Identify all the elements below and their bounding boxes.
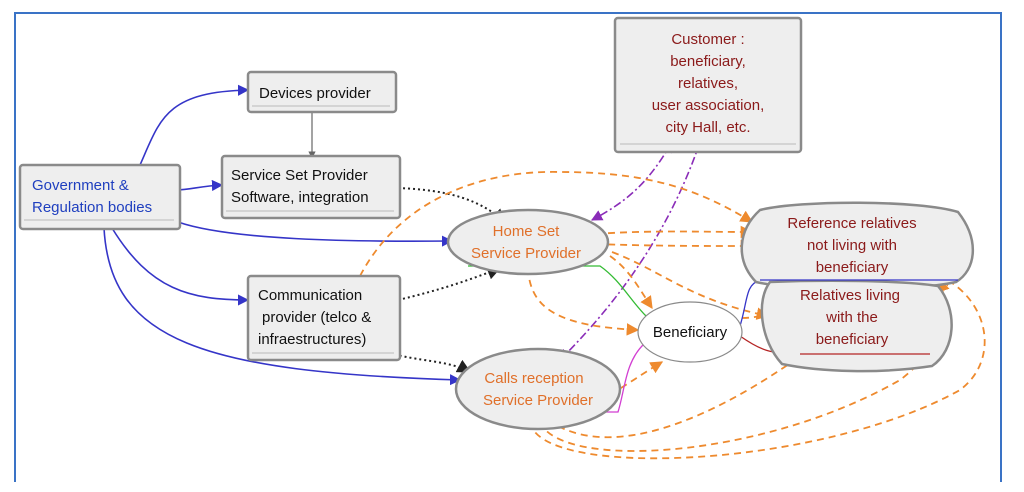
- communication-line-3: infraestructures): [258, 331, 366, 348]
- devices-line-1: Devices provider: [259, 85, 371, 102]
- calls-line-1: Calls reception: [484, 370, 583, 387]
- edge-homeset-reference-1: [595, 225, 754, 239]
- government-line-1: Government &: [32, 177, 129, 194]
- node-service-set-provider: Service Set Provider Software, integrati…: [220, 154, 402, 220]
- node-government: Government & Regulation bodies: [18, 163, 182, 231]
- edge-gov-serviceset: [175, 179, 224, 192]
- edge-homeset-reference-2: [595, 239, 754, 253]
- node-reference-relatives: Reference relatives not living with bene…: [740, 201, 974, 291]
- edge-gov-calls: [103, 227, 462, 386]
- edge-communication-homeset: [397, 266, 502, 301]
- government-line-2: Regulation bodies: [32, 199, 152, 216]
- homeset-line-2: Service Provider: [471, 245, 581, 262]
- relatives-line-2: with the: [825, 309, 878, 326]
- customer-line-5: city Hall, etc.: [665, 119, 750, 136]
- node-communication-provider: Communication provider (telco & infraest…: [246, 274, 402, 362]
- customer-line-1: Customer :: [671, 31, 744, 48]
- node-customer: Customer : beneficiary, relatives, user …: [613, 16, 803, 154]
- node-home-set-service-provider: Home Set Service Provider: [446, 208, 610, 276]
- node-calls-reception-service-provider: Calls reception Service Provider: [454, 347, 622, 431]
- diagram-frame: [14, 12, 1002, 482]
- reference-line-3: beneficiary: [816, 259, 889, 276]
- node-devices-provider: Devices provider: [246, 70, 398, 114]
- beneficiary-label: Beneficiary: [653, 324, 728, 341]
- edge-serviceset-homeset: [397, 187, 507, 223]
- edge-calls-reference-2: [529, 275, 986, 460]
- edge-homeset-beneficiary-green: [468, 265, 647, 317]
- communication-line-1: Communication: [258, 287, 362, 304]
- node-relatives-living: Relatives living with the beneficiary: [760, 279, 958, 373]
- communication-line-2: provider (telco &: [262, 309, 371, 326]
- calls-line-2: Service Provider: [483, 392, 593, 409]
- relatives-line-1: Relatives living: [800, 287, 900, 304]
- homeset-line-1: Home Set: [493, 223, 561, 240]
- node-beneficiary: Beneficiary: [637, 301, 743, 363]
- edge-homeset-beneficiary: [527, 267, 640, 336]
- customer-line-2: beneficiary,: [670, 53, 746, 70]
- edge-calls-relatives: [547, 351, 808, 439]
- relatives-line-3: beneficiary: [816, 331, 889, 348]
- edge-gov-devices: [139, 84, 250, 166]
- serviceset-line-2: Software, integration: [231, 189, 369, 206]
- edge-homeset-relatives: [611, 251, 770, 320]
- edge-customer-homeset: [591, 141, 673, 221]
- edge-customer-calls: [559, 140, 703, 361]
- edge-calls-reference-1: [539, 278, 950, 452]
- customer-line-3: relatives,: [678, 75, 738, 92]
- edge-gov-homeset: [177, 221, 454, 247]
- edge-comm-to-reference: [359, 171, 754, 277]
- serviceset-line-1: Service Set Provider: [231, 167, 368, 184]
- reference-line-2: not living with: [807, 237, 897, 254]
- edge-gov-communication: [111, 227, 250, 306]
- edge-calls-beneficiary-pink: [478, 343, 645, 413]
- edge-homeset-beneficiary-2: [609, 255, 653, 310]
- reference-line-1: Reference relatives: [787, 215, 916, 232]
- customer-line-4: user association,: [652, 97, 765, 114]
